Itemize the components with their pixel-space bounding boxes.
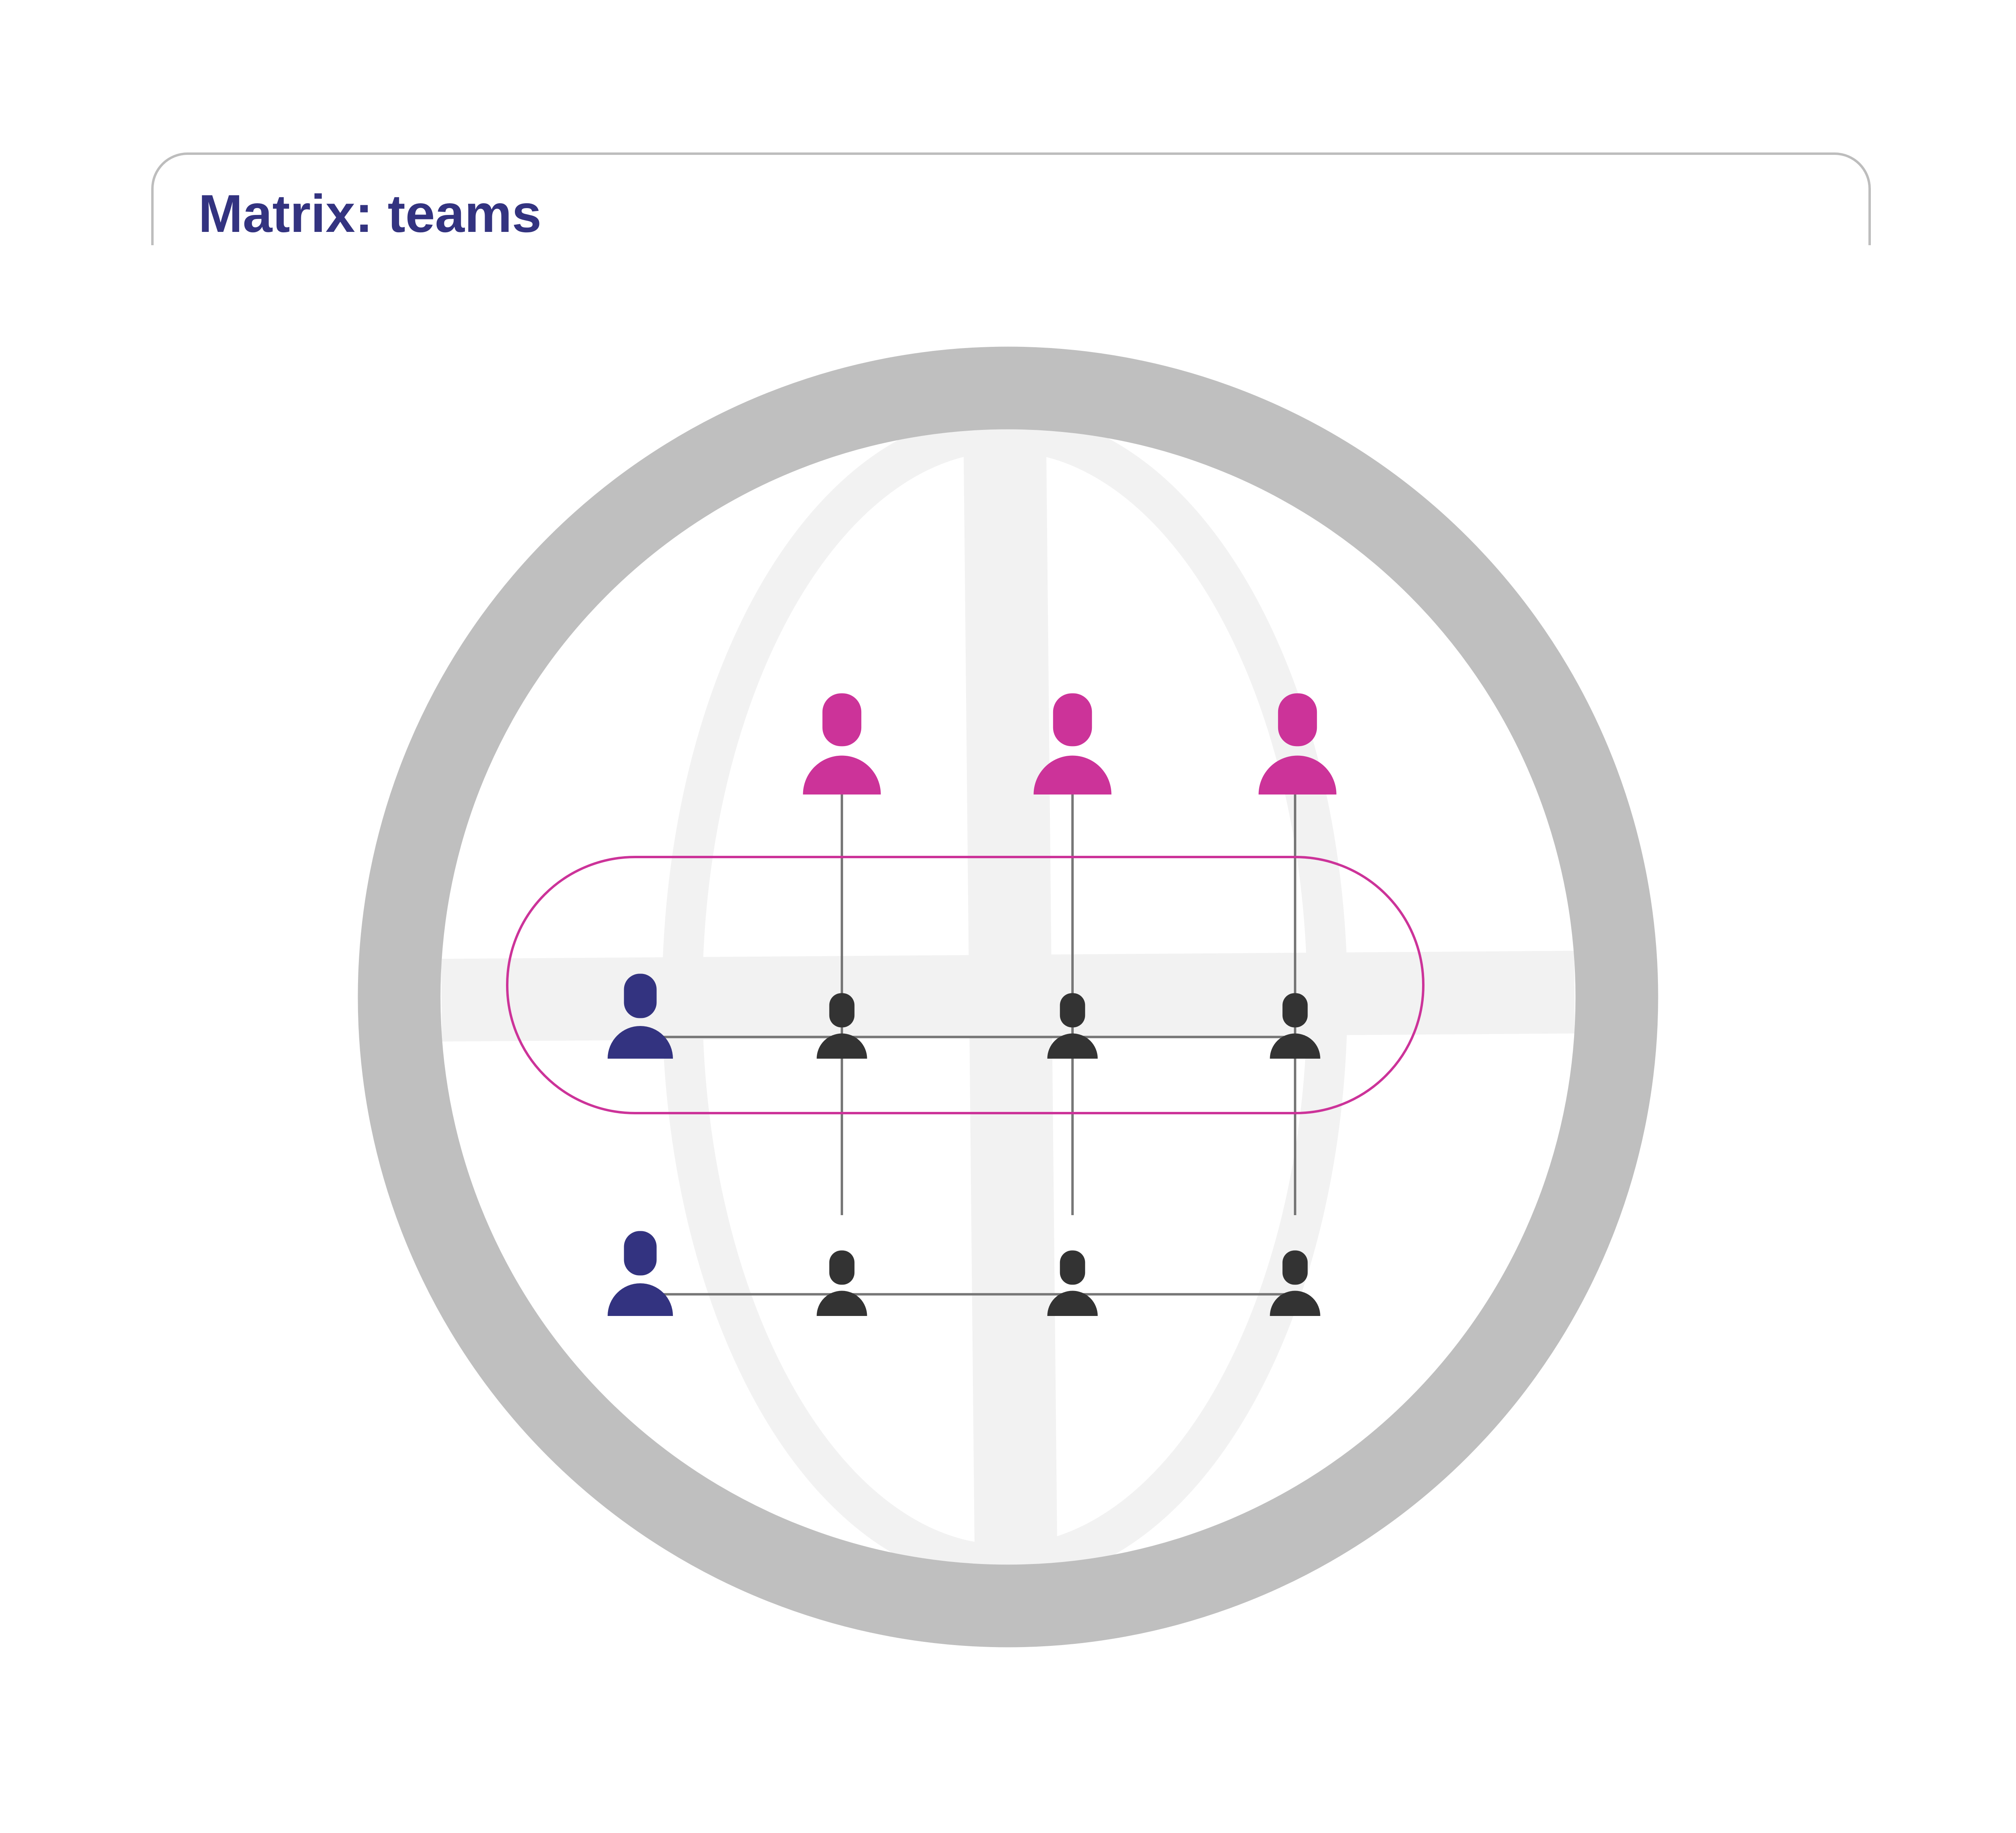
person-head <box>1282 1250 1308 1285</box>
globe-ring <box>358 346 1658 1647</box>
person-icon-function-head <box>803 693 881 795</box>
globe-icon <box>358 346 1658 1647</box>
person-head <box>822 693 862 747</box>
person-icon-team-member <box>1270 993 1320 1059</box>
person-head <box>624 974 657 1018</box>
person-body <box>803 755 881 795</box>
globe-equator <box>441 951 1575 1042</box>
connector-lines <box>640 795 1296 1296</box>
person-body <box>816 1291 867 1316</box>
person-icon-team-member <box>816 993 867 1059</box>
person-body <box>816 1033 867 1059</box>
person-body <box>1047 1033 1098 1059</box>
person-head <box>829 1250 855 1285</box>
person-body <box>1270 1291 1320 1316</box>
person-icon-team-member <box>816 1250 867 1316</box>
person-icon-team-member <box>1270 1250 1320 1316</box>
person-icon-function-head <box>1258 693 1337 795</box>
person-head <box>1053 693 1092 747</box>
person-icon-team-member <box>1047 1250 1098 1316</box>
person-body <box>1033 755 1112 795</box>
person-body <box>1258 755 1337 795</box>
person-icon-function-head <box>1033 693 1112 795</box>
person-head <box>829 993 855 1028</box>
highlight-row-outline <box>506 856 1425 1114</box>
person-head <box>1060 993 1085 1028</box>
person-body <box>608 1283 673 1316</box>
person-body <box>1270 1033 1320 1059</box>
people <box>608 693 1337 1316</box>
person-body <box>608 1026 673 1059</box>
person-icon-team-member <box>1047 993 1098 1059</box>
person-icon-project-lead <box>608 1231 673 1316</box>
page-title: Matrix: teams <box>198 184 541 243</box>
person-body <box>1047 1291 1098 1316</box>
person-icon-project-lead <box>608 974 673 1059</box>
person-head <box>624 1231 657 1276</box>
person-head <box>1282 993 1308 1028</box>
globe-gridlines <box>441 411 1575 1585</box>
title-frame <box>151 152 1871 245</box>
person-head <box>1278 693 1317 747</box>
person-head <box>1060 1250 1085 1285</box>
